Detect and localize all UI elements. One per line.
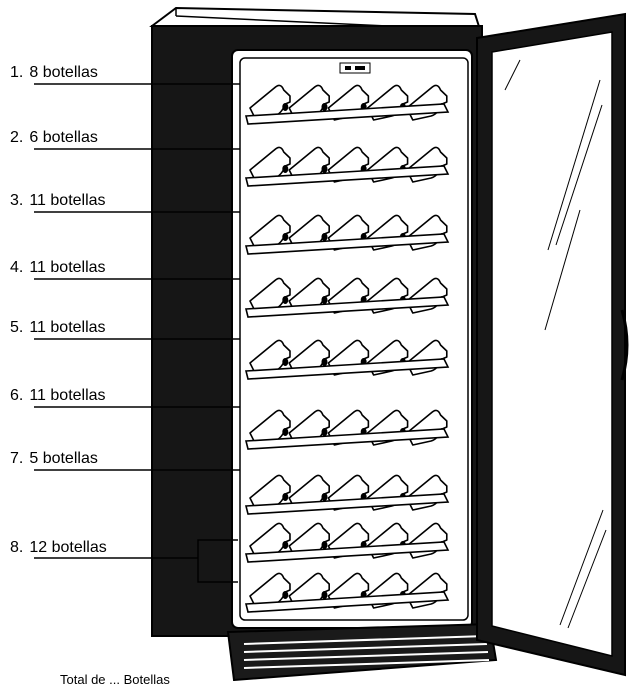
shelf-capacity: 11 botellas <box>29 387 105 405</box>
shelf-capacity: 11 botellas <box>29 192 105 210</box>
shelf-number: 7. <box>10 450 23 468</box>
shelf-number: 5. <box>10 319 23 337</box>
shelf-number: 3. <box>10 192 23 210</box>
shelf-capacity: 11 botellas <box>29 259 105 277</box>
shelf-label-3: 3. 11 botellas <box>10 192 106 210</box>
footer-text: Total de ... Botellas <box>60 672 170 687</box>
shelf-label-6: 6. 11 botellas <box>10 387 106 405</box>
shelf-capacity: 12 botellas <box>29 539 106 557</box>
shelf-number: 8. <box>10 539 23 557</box>
shelf-label-5: 5. 11 botellas <box>10 319 106 337</box>
shelf-number: 2. <box>10 129 23 147</box>
shelf-label-7: 7. 5 botellas <box>10 450 98 468</box>
shelf-capacity: 5 botellas <box>29 450 98 468</box>
shelf-label-4: 4. 11 botellas <box>10 259 106 277</box>
shelf-capacity: 6 botellas <box>29 129 98 147</box>
shelf-capacity: 8 botellas <box>29 64 98 82</box>
shelf-label-1: 1. 8 botellas <box>10 64 98 82</box>
shelf-label-8: 8. 12 botellas <box>10 539 107 557</box>
shelf-number: 1. <box>10 64 23 82</box>
shelf-label-2: 2. 6 botellas <box>10 129 98 147</box>
shelf-number: 6. <box>10 387 23 405</box>
shelf-capacity: 11 botellas <box>29 319 105 337</box>
shelf-number: 4. <box>10 259 23 277</box>
